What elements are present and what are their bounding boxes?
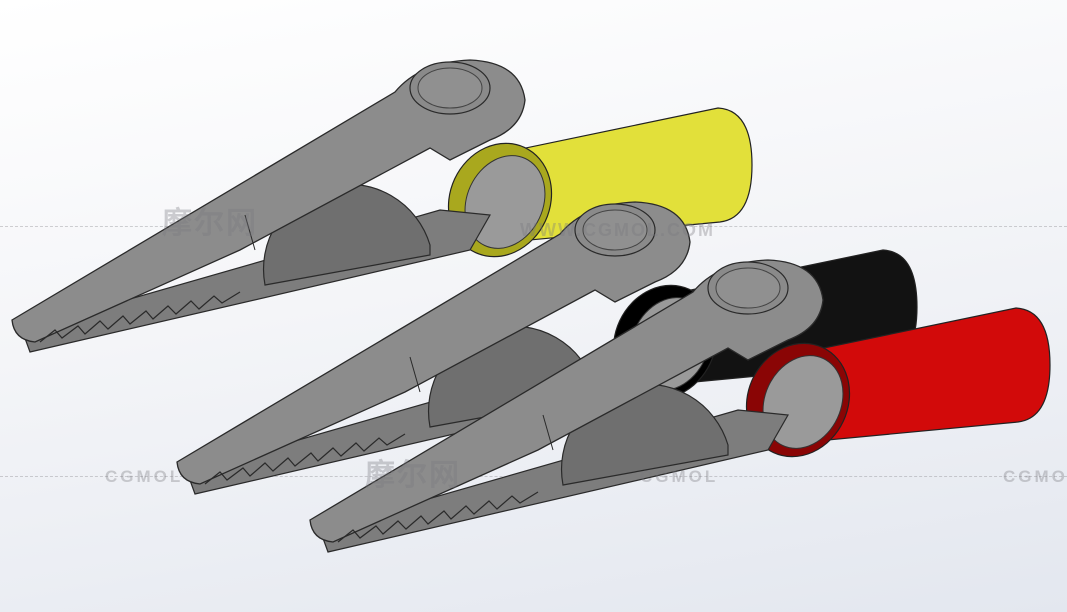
watermark-url: WWW.CGMOL.COM xyxy=(520,220,715,240)
clip-body xyxy=(309,259,1051,553)
watermark-cn: 摩尔网 xyxy=(365,458,461,493)
clip-red xyxy=(309,259,1051,553)
watermark-en: CGMOL xyxy=(105,467,184,486)
clip-yellow xyxy=(11,59,753,353)
watermark-en: CGMOL xyxy=(1003,467,1067,486)
clip-body xyxy=(11,59,753,353)
watermark-en: CGMOL xyxy=(640,467,719,486)
watermark-cn: 摩尔网 xyxy=(162,206,258,241)
